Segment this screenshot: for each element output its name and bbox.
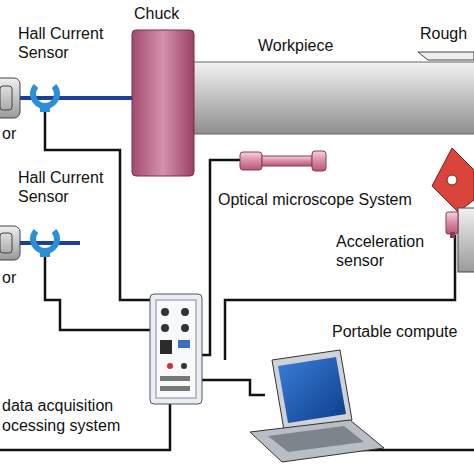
- sensor-label: Hall Current Sensor: [18, 168, 118, 206]
- system-label: ocessing system: [2, 416, 120, 435]
- turning-tool: [418, 52, 474, 60]
- part-label: Portable compute: [332, 322, 457, 341]
- part-label: or: [2, 268, 16, 287]
- sensor-label: Hall Current Sensor: [18, 24, 118, 62]
- part-label: Optical microscope System: [218, 190, 412, 209]
- chuck: [132, 30, 194, 176]
- sensor-label: Acceleration sensor: [336, 232, 436, 270]
- motor-shaft: [20, 241, 80, 245]
- optical-microscope: [240, 151, 326, 171]
- motor: [0, 226, 20, 260]
- hall-current-sensor: [33, 86, 57, 112]
- system-label: data acquisition: [2, 396, 113, 415]
- hall-current-sensor: [33, 231, 57, 257]
- part-label: or: [2, 124, 16, 143]
- signal-wires: [0, 110, 474, 450]
- motor: [0, 78, 20, 118]
- data-acquisition-unit: [150, 294, 202, 404]
- tool-post: [432, 148, 474, 272]
- acceleration-sensor: [446, 212, 458, 238]
- workpiece: [192, 62, 474, 134]
- part-label: Rough: [420, 24, 467, 43]
- portable-computer: [250, 350, 384, 462]
- part-label: Chuck: [134, 4, 179, 23]
- part-label: Workpiece: [258, 36, 333, 55]
